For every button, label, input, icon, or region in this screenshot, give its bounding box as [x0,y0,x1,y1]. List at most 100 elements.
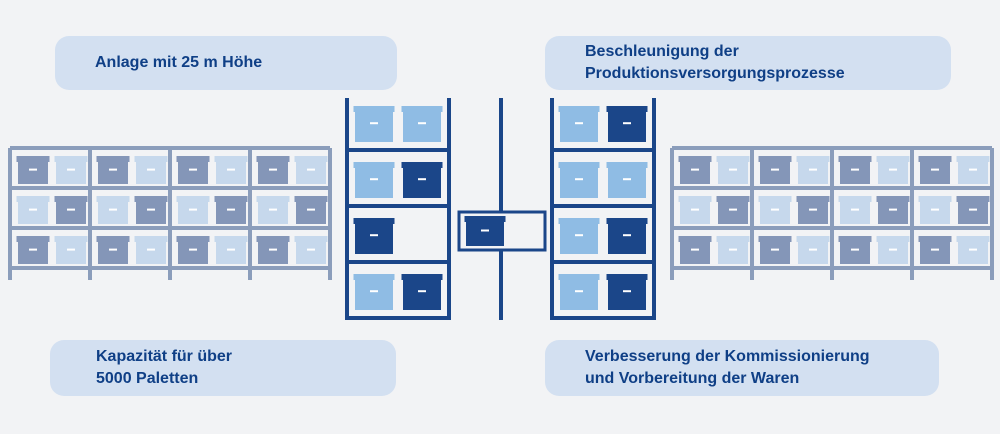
rack-beam [550,260,656,264]
storage-box-icon [716,156,750,184]
box-body [608,222,646,254]
box-body [718,200,748,224]
box-body [680,200,710,224]
box-body [296,200,326,224]
left-side-rack [8,146,332,280]
label-plant-height-text: Anlage mit 25 m Höhe [95,54,263,71]
storage-box-icon [838,156,872,184]
box-body [56,240,86,264]
box-body [355,222,393,254]
storage-box-icon [353,162,395,198]
box-lid [796,236,830,242]
box-handle [307,248,315,251]
box-handle [147,208,155,211]
storage-box-icon [918,156,952,184]
box-lid [956,196,990,202]
label-plant-height: Anlage mit 25 m Höhe [55,36,397,90]
box-body [920,200,950,224]
box-lid [353,106,395,112]
box-handle [575,178,583,181]
storage-box-icon [838,196,872,224]
box-lid [606,162,648,168]
rack-post [8,148,12,280]
storage-box-icon [956,236,990,264]
rack-beam [672,146,992,150]
storage-box-icon [176,156,210,184]
box-lid [353,162,395,168]
box-handle [889,168,897,171]
box-lid [918,236,952,242]
storage-box-icon [176,236,210,264]
storage-box-icon [758,236,792,264]
box-body [178,240,208,264]
storage-box-icon [353,218,395,254]
box-handle [623,290,631,293]
storage-box-icon [401,106,443,142]
box-body [258,200,288,224]
center-rack-right [550,98,656,320]
box-body [608,166,646,198]
box-handle [29,208,37,211]
box-body [760,200,790,224]
box-lid [716,236,750,242]
label-picking-line2: und Vorbereitung der Waren [585,370,800,387]
box-lid [918,196,952,202]
rack-post [88,148,92,280]
storage-box-icon [214,196,248,224]
box-lid [558,106,600,112]
box-lid [294,196,328,202]
box-body [798,160,828,184]
box-lid [838,196,872,202]
box-handle [269,208,277,211]
box-lid [214,236,248,242]
box-body [958,160,988,184]
storage-box-icon [256,156,290,184]
storage-box-icon [876,196,910,224]
storage-box-icon [678,156,712,184]
box-body [560,166,598,198]
box-handle [269,168,277,171]
rack-post [910,148,914,280]
box-handle [729,208,737,211]
box-lid [678,236,712,242]
box-handle [969,208,977,211]
box-lid [876,156,910,162]
shuttle-lift-icon [457,98,547,320]
box-lid [54,196,88,202]
box-lid [956,156,990,162]
box-lid [758,156,792,162]
rack-post [830,148,834,280]
lift-mast [499,98,503,320]
storage-box-icon [838,236,872,264]
label-acceleration-line1: Beschleunigung der [585,43,739,60]
right-side-rack [670,146,994,280]
box-lid [401,106,443,112]
box-body [718,160,748,184]
box-handle [729,168,737,171]
box-handle [969,168,977,171]
box-handle [809,208,817,211]
storage-box-icon [876,156,910,184]
box-handle [851,208,859,211]
rack-post [345,98,349,320]
storage-box-icon [353,106,395,142]
label-picking: Verbesserung der Kommissionierung und Vo… [545,340,939,396]
box-lid [464,216,506,222]
box-body [178,200,208,224]
box-body [840,240,870,264]
storage-box-icon [606,106,648,142]
box-handle [29,168,37,171]
box-handle [889,248,897,251]
box-handle [575,234,583,237]
rack-beam [10,146,330,150]
box-handle [691,208,699,211]
storage-box-icon [294,196,328,224]
box-handle [691,168,699,171]
box-body [18,160,48,184]
storage-box-icon [54,236,88,264]
box-body [680,240,710,264]
box-body [920,160,950,184]
box-handle [575,290,583,293]
storage-box-icon [176,196,210,224]
box-body [608,278,646,310]
